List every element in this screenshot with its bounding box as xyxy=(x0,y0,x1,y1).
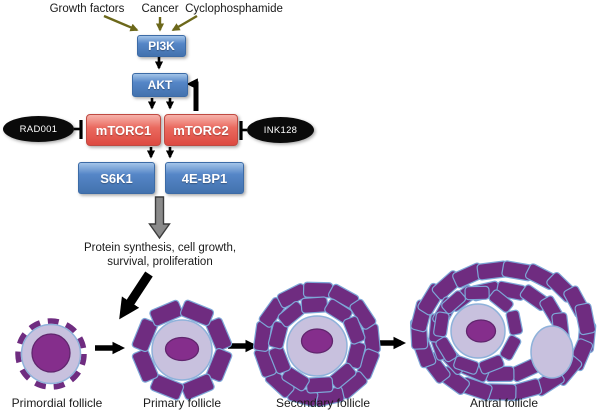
node-mtorc1: mTORC1 xyxy=(86,114,161,146)
secondary-follicle xyxy=(252,281,381,408)
granulosa-cell xyxy=(131,317,159,353)
inhibition-ink128-mtorc2 xyxy=(239,121,247,140)
outcome-line-1: Protein synthesis, cell growth, xyxy=(83,242,237,254)
outcome-text: Protein synthesis, cell growth, survival… xyxy=(84,241,236,269)
flattened-cell-ring xyxy=(15,318,87,390)
granulosa-cell xyxy=(433,311,450,338)
inhibitor-ink128: INK128 xyxy=(247,117,314,143)
granulosa-cell xyxy=(441,290,467,315)
granulosa-cell xyxy=(499,334,522,361)
node-mtorc2: mTORC2 xyxy=(164,114,238,146)
follicle-illustrations xyxy=(15,260,597,408)
node-s6k1: S6K1 xyxy=(78,162,155,194)
caption-secondary-follicle: Secondary follicle xyxy=(275,396,371,410)
granulosa-cell xyxy=(149,299,184,327)
oocyte-nucleus xyxy=(465,319,497,343)
antrum xyxy=(530,325,574,379)
label-growth-factors: Growth factors xyxy=(49,3,125,15)
inhibition-rad001-mtorc1 xyxy=(74,120,83,139)
oocyte-nucleus xyxy=(300,328,334,354)
inhibitor-rad001: RAD001 xyxy=(3,116,74,142)
caption-antral-follicle: Antral follicle xyxy=(469,396,539,410)
activation-arrow xyxy=(119,271,153,320)
granulosa-cell xyxy=(300,296,329,314)
granulosa-cell xyxy=(464,285,490,301)
granulosa-cell xyxy=(179,299,215,327)
granulosa-cell xyxy=(131,348,159,383)
arrow-mtorc2-feedback-to-akt xyxy=(186,78,199,111)
node-pi3k: PI3K xyxy=(137,35,186,57)
node-4e-bp1: 4E-BP1 xyxy=(165,162,244,194)
granulosa-cell xyxy=(149,373,185,401)
caption-primordial-follicle: Primordial follicle xyxy=(11,396,103,410)
oocyte-nucleus xyxy=(164,336,200,362)
primordial-follicle xyxy=(15,318,87,390)
primary-follicle xyxy=(131,299,233,401)
arrow-cyclophosphamide-to-pi3k xyxy=(171,14,198,32)
label-cyclophosphamide: Cyclophosphamide xyxy=(185,3,283,15)
granulosa-cell xyxy=(574,302,597,336)
granulosa-cell xyxy=(205,347,233,383)
arrow-growth-factors-to-pi3k xyxy=(103,14,139,32)
granulosa-cell xyxy=(342,315,366,345)
granulosa-cell xyxy=(505,309,524,336)
arrow-to-outcome xyxy=(148,196,171,240)
antral-follicle xyxy=(409,260,597,402)
granulosa-cell xyxy=(305,376,334,394)
granulosa-cell xyxy=(435,336,458,363)
label-cancer: Cancer xyxy=(141,3,179,15)
granulosa-cell xyxy=(180,373,215,401)
granulosa-cell xyxy=(478,354,505,375)
oocyte-nucleus xyxy=(31,333,71,373)
granulosa-cell xyxy=(453,355,480,375)
outcome-line-2: survival, proliferation xyxy=(107,256,213,268)
granulosa-cell xyxy=(488,289,514,313)
node-akt: AKT xyxy=(132,73,188,97)
granulosa-cell xyxy=(205,317,233,352)
caption-primary-follicle: Primary follicle xyxy=(142,396,222,410)
